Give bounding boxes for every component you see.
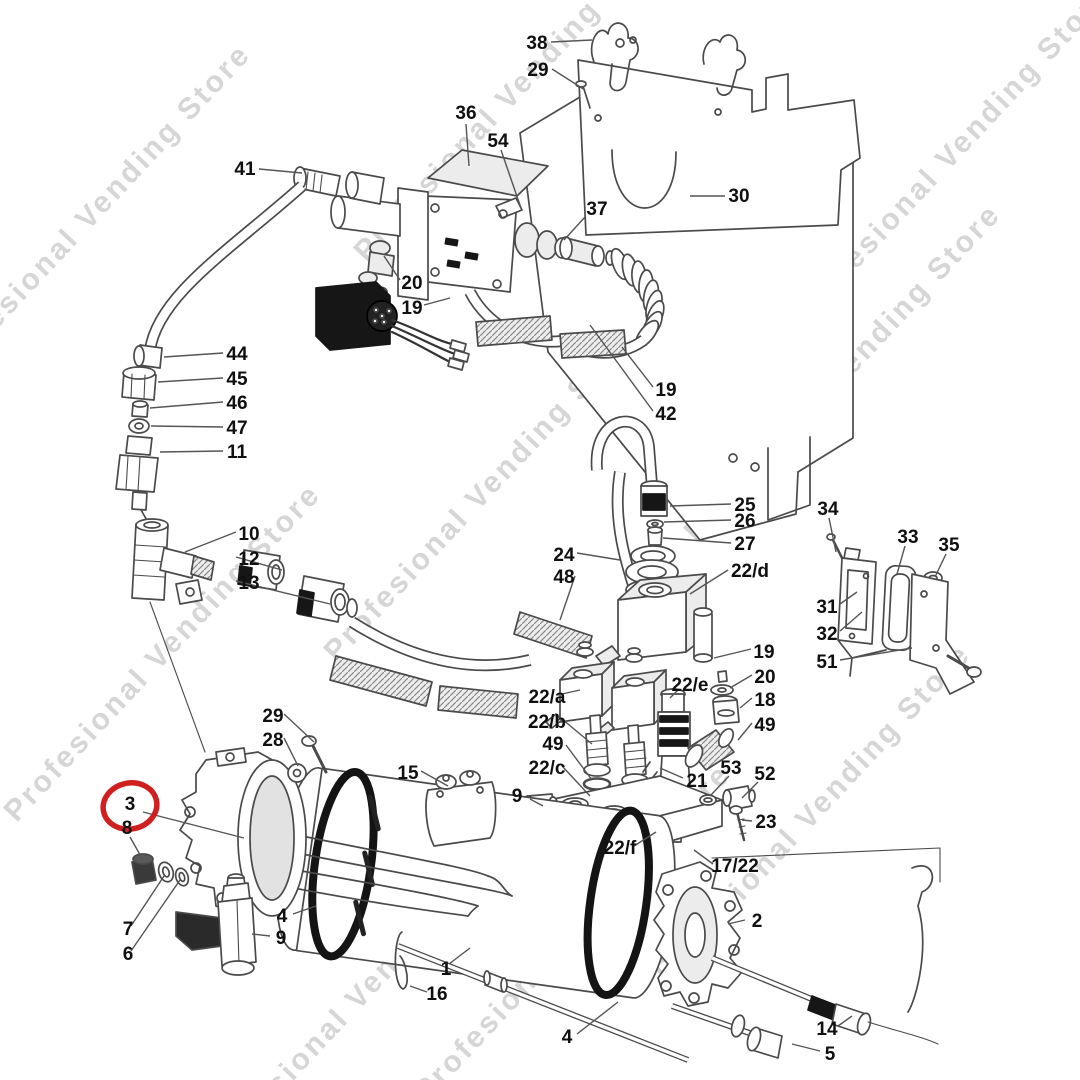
part-label-14: 14 xyxy=(816,1019,838,1040)
part-label-34: 34 xyxy=(817,499,839,520)
part-label-25: 25 xyxy=(734,495,756,516)
part-label-49-left: 49 xyxy=(542,734,564,755)
part-label-35: 35 xyxy=(938,535,960,556)
top-bracket xyxy=(575,22,861,236)
part-label-46: 46 xyxy=(226,393,248,414)
inlet-manifold xyxy=(293,166,429,301)
part-label-17-22: 17/22 xyxy=(711,856,759,877)
part-label-48: 48 xyxy=(553,567,575,588)
boiler-body xyxy=(275,766,676,1000)
heating-element-tubes xyxy=(261,827,513,917)
part-label-44: 44 xyxy=(226,344,248,365)
part-label-37: 37 xyxy=(586,199,608,220)
part-label-27: 27 xyxy=(734,534,756,555)
part-label-13: 13 xyxy=(238,573,260,594)
part-label-22e: 22/e xyxy=(671,675,709,696)
part-label-19-right: 19 xyxy=(753,642,775,663)
part-label-24: 24 xyxy=(553,545,575,566)
part-label-3-highlighted: 3 xyxy=(124,794,136,815)
part-label-2: 2 xyxy=(751,911,763,932)
part-label-11: 11 xyxy=(226,442,248,463)
part-label-49-right: 49 xyxy=(754,715,776,736)
part-label-51: 51 xyxy=(816,652,838,673)
part-label-20-left: 20 xyxy=(401,273,423,294)
part-label-33: 33 xyxy=(897,527,919,548)
left-flange xyxy=(179,747,307,917)
part-label-32: 32 xyxy=(816,624,838,645)
part-label-19-left: 19 xyxy=(401,298,423,319)
solenoid-coil-22d xyxy=(595,573,707,667)
part-label-53: 53 xyxy=(720,758,742,779)
tie-rods xyxy=(394,865,939,1063)
part-label-4-bottom: 4 xyxy=(561,1027,573,1048)
part-label-7: 7 xyxy=(122,919,134,940)
part-label-38: 38 xyxy=(526,33,548,54)
part-label-26: 26 xyxy=(734,511,756,532)
safety-valve xyxy=(131,853,257,976)
part-label-16: 16 xyxy=(426,984,448,1005)
part-label-42: 42 xyxy=(655,404,677,425)
part-label-5: 5 xyxy=(824,1044,836,1065)
part-label-15: 15 xyxy=(397,763,419,784)
part-label-19-mid: 19 xyxy=(655,380,677,401)
solenoid-coil-assembly xyxy=(315,281,470,371)
part-label-22c: 22/c xyxy=(528,758,566,779)
part-label-30: 30 xyxy=(728,186,750,207)
leader-lines xyxy=(129,39,947,1052)
part-label-10: 10 xyxy=(238,524,260,545)
part-label-22f: 22/f xyxy=(603,838,637,859)
part-label-41: 41 xyxy=(234,159,256,180)
part-label-36: 36 xyxy=(455,103,477,124)
thermostat xyxy=(287,735,497,847)
part-label-9-bottom: 9 xyxy=(275,928,287,949)
part-label-28: 28 xyxy=(262,730,284,751)
part-label-4-left: 4 xyxy=(276,906,288,927)
part-label-23: 23 xyxy=(755,812,777,833)
part-label-12: 12 xyxy=(238,549,260,570)
part-label-47: 47 xyxy=(226,418,248,439)
right-fittings xyxy=(684,607,756,842)
part-label-54: 54 xyxy=(487,131,509,152)
part-label-20-right: 20 xyxy=(754,667,776,688)
part-label-8: 8 xyxy=(121,818,133,839)
highlight-circle xyxy=(100,780,160,832)
right-flange xyxy=(653,861,743,1007)
fitting-column xyxy=(115,344,358,753)
braided-hoses xyxy=(329,315,627,719)
part-label-29-bottom: 29 xyxy=(262,706,284,727)
microswitch-group xyxy=(826,533,982,695)
flowmeter xyxy=(424,149,615,293)
part-label-1: 1 xyxy=(440,959,452,980)
part-label-18: 18 xyxy=(754,690,776,711)
part-label-22d: 22/d xyxy=(730,561,770,582)
part-label-29-top: 29 xyxy=(527,60,549,81)
part-label-22b: 22/b xyxy=(527,712,567,733)
part-label-22a: 22/a xyxy=(528,687,566,708)
part-label-31: 31 xyxy=(816,597,838,618)
part-label-52: 52 xyxy=(754,764,776,785)
part-label-45: 45 xyxy=(226,369,248,390)
part-label-21: 21 xyxy=(686,771,708,792)
part-label-9-mid: 9 xyxy=(511,786,523,807)
part-label-6: 6 xyxy=(122,944,134,965)
